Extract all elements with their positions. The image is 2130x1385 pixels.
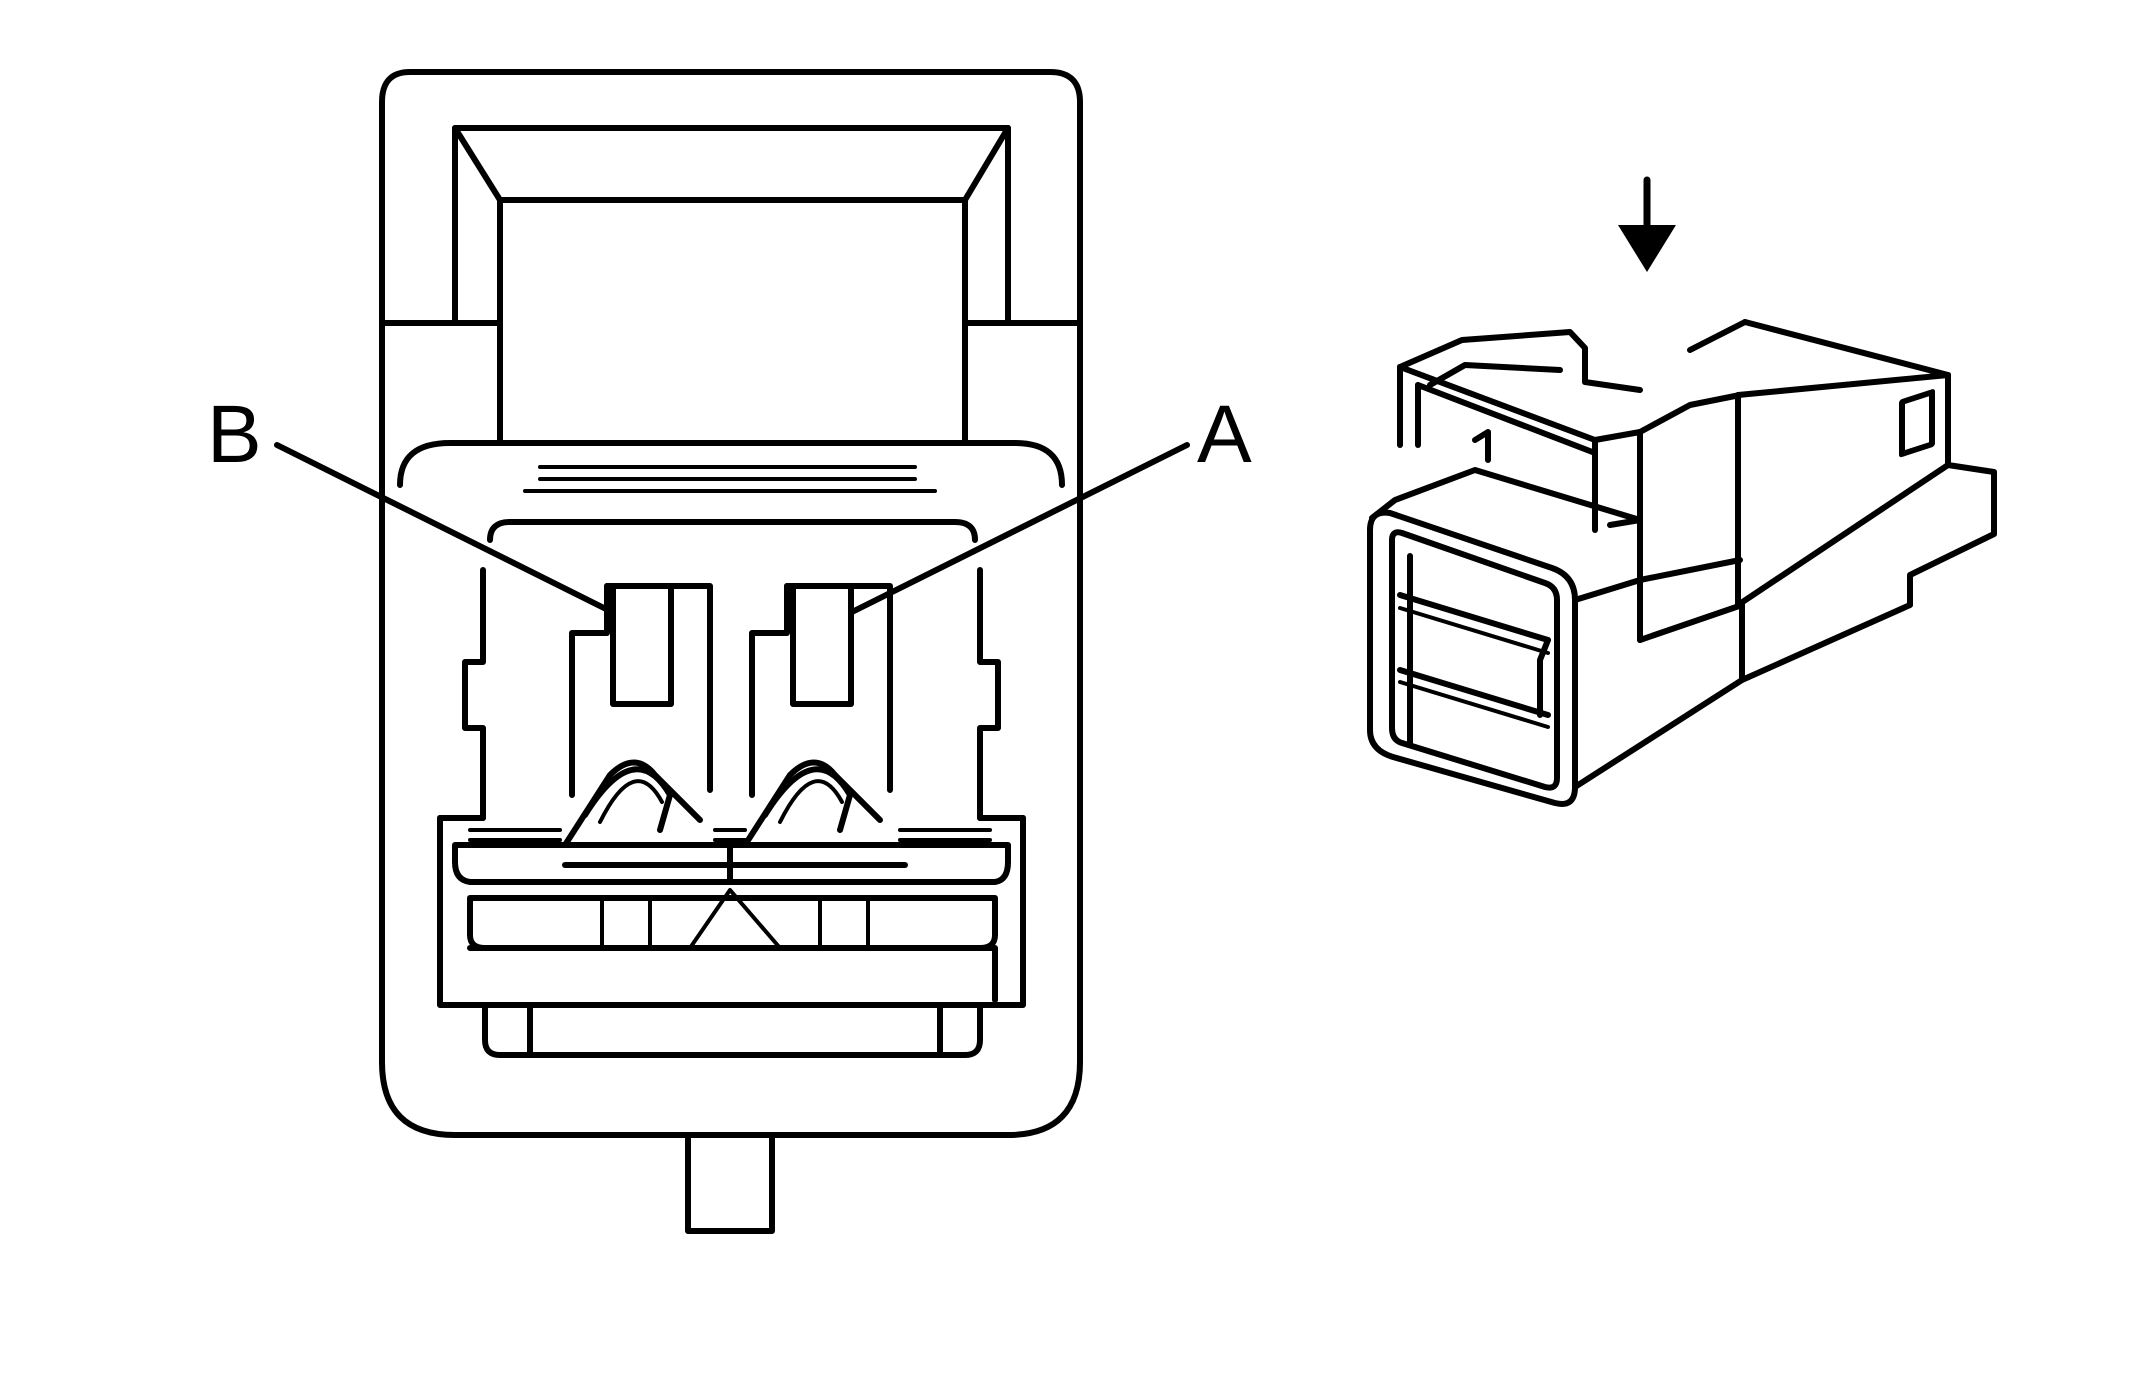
label-b: B xyxy=(207,389,262,480)
ledge-center xyxy=(713,828,747,842)
retainer-top xyxy=(452,842,1011,865)
bottom-foot xyxy=(482,1002,983,1058)
housing-outline xyxy=(379,69,1083,1138)
latch-hatching xyxy=(523,465,937,493)
ledge-left xyxy=(437,815,562,842)
retainer-lip xyxy=(452,859,1011,885)
leader-line-a xyxy=(849,442,1190,615)
front-housing xyxy=(1369,467,1743,583)
terminal-a xyxy=(742,583,893,848)
top-latch-iso xyxy=(1397,329,1743,533)
left-rib xyxy=(462,567,486,821)
wire-stub xyxy=(685,1132,775,1234)
connector-face-view: B A xyxy=(207,69,1252,1234)
retainer-lower xyxy=(467,945,998,1003)
rear-window xyxy=(1899,389,1935,458)
front-cavities xyxy=(1397,553,1551,748)
leader-line-b xyxy=(274,442,615,615)
retainer-ribs xyxy=(600,888,870,950)
view-arrow-icon xyxy=(1618,176,1676,272)
front-face-inner xyxy=(1389,529,1560,791)
rear-body xyxy=(1739,319,1997,683)
retainer-inner xyxy=(467,895,998,951)
bottom-foot-inner xyxy=(527,1002,943,1058)
connector-isometric-view xyxy=(1367,176,1997,807)
terminal-b xyxy=(562,583,713,848)
ledge-right xyxy=(898,815,1026,842)
retainer-frame xyxy=(437,815,1026,1008)
body-side xyxy=(1572,577,1643,643)
right-rib xyxy=(977,567,1001,821)
label-a: A xyxy=(1197,389,1252,480)
inner-bracket xyxy=(487,519,978,543)
inner-cavity xyxy=(397,440,1065,488)
top-latch xyxy=(452,125,1011,443)
